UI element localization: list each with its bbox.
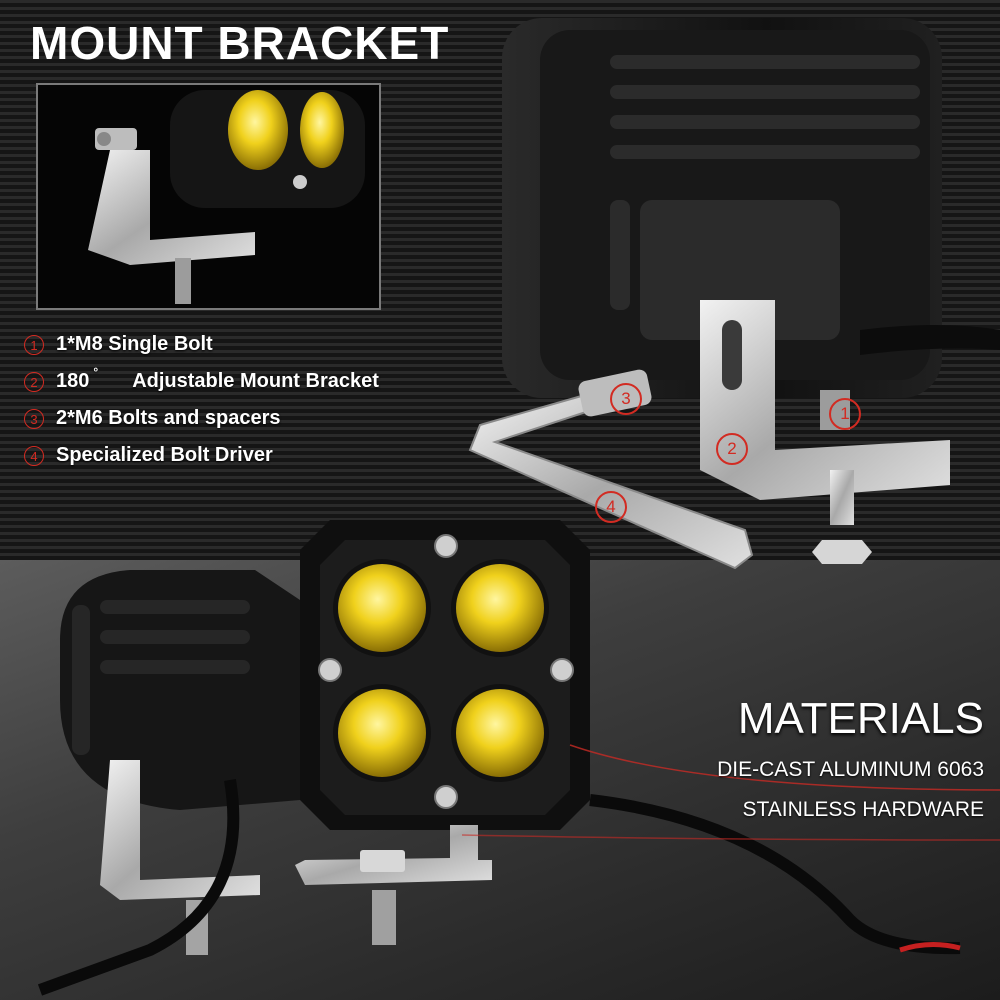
feature-text: 1*M8 Single Bolt: [56, 333, 213, 355]
callout-1: 1: [829, 398, 861, 430]
inset-frame: [36, 83, 381, 310]
wire-tip: [899, 942, 961, 953]
lens-bottom-left: [338, 689, 426, 777]
material-housing: DIE-CAST ALUMINUM 6063: [717, 758, 984, 781]
rear-housing-light: [502, 18, 1000, 398]
feature-item-m8-bolt: 1 1*M8 Single Bolt: [24, 326, 379, 363]
feature-text: Adjustable Mount Bracket: [132, 370, 379, 392]
feature-text: 2*M6 Bolts and spacers: [56, 407, 281, 429]
material-hardware: STAINLESS HARDWARE: [742, 798, 984, 821]
lens-top-left: [338, 564, 426, 652]
power-cable-left: [37, 779, 240, 996]
feature-item-m6-bolts: 3 2*M6 Bolts and spacers: [24, 400, 379, 437]
pointer-line-hardware: [461, 834, 1000, 841]
side-view-light: [60, 570, 300, 955]
page-title: MOUNT BRACKET: [30, 17, 450, 69]
feature-item-bolt-driver: 4 Specialized Bolt Driver: [24, 437, 379, 474]
callout-2: 2: [716, 433, 748, 465]
callout-3: 3: [610, 383, 642, 415]
feature-number: 1: [24, 334, 44, 355]
feature-text: Specialized Bolt Driver: [56, 444, 273, 466]
degree-mark: °: [93, 364, 99, 379]
feature-number: 2: [24, 371, 44, 392]
callout-4: 4: [595, 491, 627, 523]
front-light: [295, 520, 590, 945]
feature-number: 3: [24, 408, 44, 429]
feature-number: 4: [24, 445, 44, 466]
feature-item-adjustable-bracket: 2 180 ° Adjustable Mount Bracket: [24, 363, 379, 400]
power-cable-right: [589, 794, 961, 955]
feature-text-angle: 180: [56, 370, 90, 392]
feature-list: 1 1*M8 Single Bolt 2 180 ° Adjustable Mo…: [24, 326, 379, 474]
pointer-line-housing: [569, 744, 1000, 791]
materials-title: MATERIALS: [737, 694, 984, 743]
lens-bottom-right: [456, 689, 544, 777]
mount-bracket-upper: [700, 300, 950, 564]
lens-top-right: [456, 564, 544, 652]
